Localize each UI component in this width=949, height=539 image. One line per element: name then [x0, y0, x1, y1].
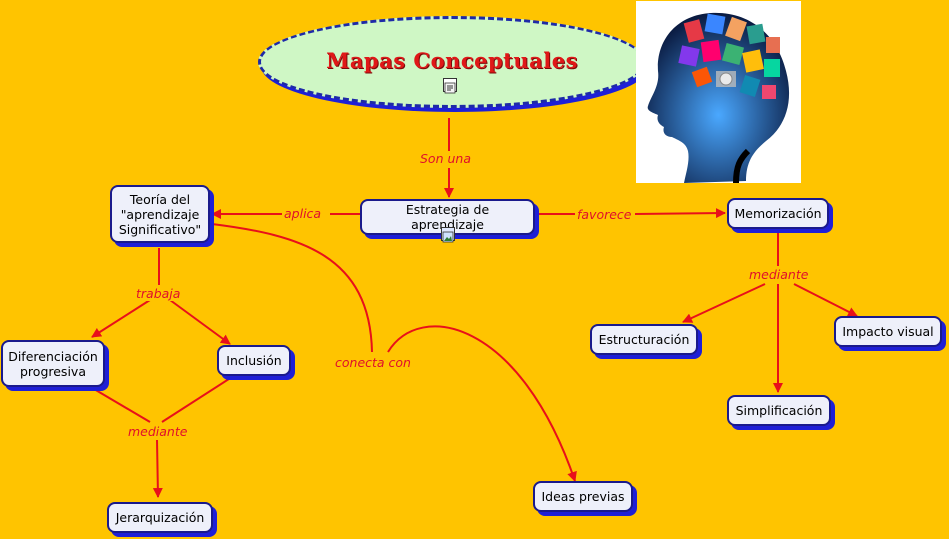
arrow-dif-mediante [93, 388, 151, 423]
link-mediante-right: mediante [747, 267, 811, 282]
node-jerarquizacion[interactable]: Jerarquización [107, 502, 213, 533]
node-impacto-visual[interactable]: Impacto visual [834, 316, 942, 347]
arrow-inc-mediante [161, 376, 233, 423]
arrow-mediante-estr [682, 283, 766, 323]
link-son-una: Son una [418, 151, 473, 166]
link-mediante-left: mediante [126, 424, 190, 439]
arrow-favorece-2 [634, 208, 726, 219]
arrow-mediante-jer [152, 439, 163, 498]
link-favorece: favorece [575, 207, 634, 222]
node-inclusion[interactable]: Inclusión [217, 345, 291, 376]
head-brain-image [636, 1, 801, 183]
node-teoria[interactable]: Teoría del "aprendizaje Significativo" [110, 185, 210, 243]
arrow-conecta-1 [211, 223, 373, 353]
page-title: Mapas Conceptuales [326, 48, 578, 73]
arrow-trabaja-dif [91, 299, 151, 338]
arrow-conecta-2 [387, 325, 577, 482]
image-icon[interactable] [441, 227, 455, 243]
arrow-mediante-imp [793, 283, 858, 317]
node-diferenciacion[interactable]: Diferenciación progresiva [1, 340, 105, 387]
node-simplificacion[interactable]: Simplificación [727, 395, 831, 426]
link-conecta-con: conecta con [333, 355, 413, 370]
arrow-trabaja-inc [169, 299, 231, 345]
node-memorizacion[interactable]: Memorización [727, 198, 829, 229]
link-aplica: aplica [282, 206, 324, 221]
link-trabaja: trabaja [134, 286, 183, 301]
node-ideas-previas[interactable]: Ideas previas [533, 481, 633, 512]
node-estructuracion[interactable]: Estructuración [590, 324, 698, 355]
document-icon[interactable] [443, 78, 457, 94]
